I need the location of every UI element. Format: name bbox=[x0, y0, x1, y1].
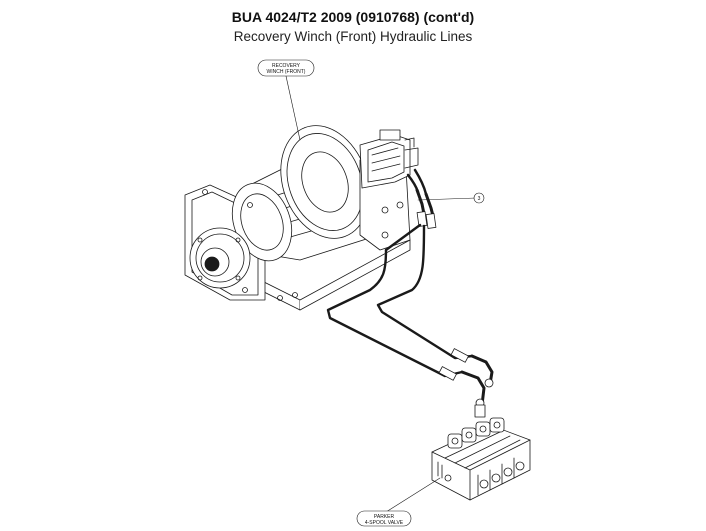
hydraulic-hose-pair bbox=[326, 188, 494, 418]
page-subtitle: Recovery Winch (Front) Hydraulic Lines bbox=[233, 29, 473, 44]
recovery-winch-label-line1: RECOVERY bbox=[272, 63, 301, 69]
parker-valve-callout-bubble bbox=[356, 510, 412, 527]
parker-valve-label-line1: PARKER bbox=[374, 514, 395, 520]
recovery-winch bbox=[184, 125, 428, 311]
callout-leaders bbox=[285, 75, 477, 513]
page-title: BUA 4024/T2 2009 (0910768) (cont'd) bbox=[231, 9, 475, 25]
parker-valve-label-line2: 4-SPOOL VALVE bbox=[365, 520, 404, 526]
recovery-winch-label-line2: WINCH (FRONT) bbox=[267, 69, 306, 75]
item-3-callout-bubble bbox=[473, 192, 485, 204]
recovery-winch-callout-bubble bbox=[257, 59, 315, 77]
item-3-label: 3 bbox=[478, 196, 481, 202]
parker-4-spool-valve bbox=[431, 417, 531, 501]
